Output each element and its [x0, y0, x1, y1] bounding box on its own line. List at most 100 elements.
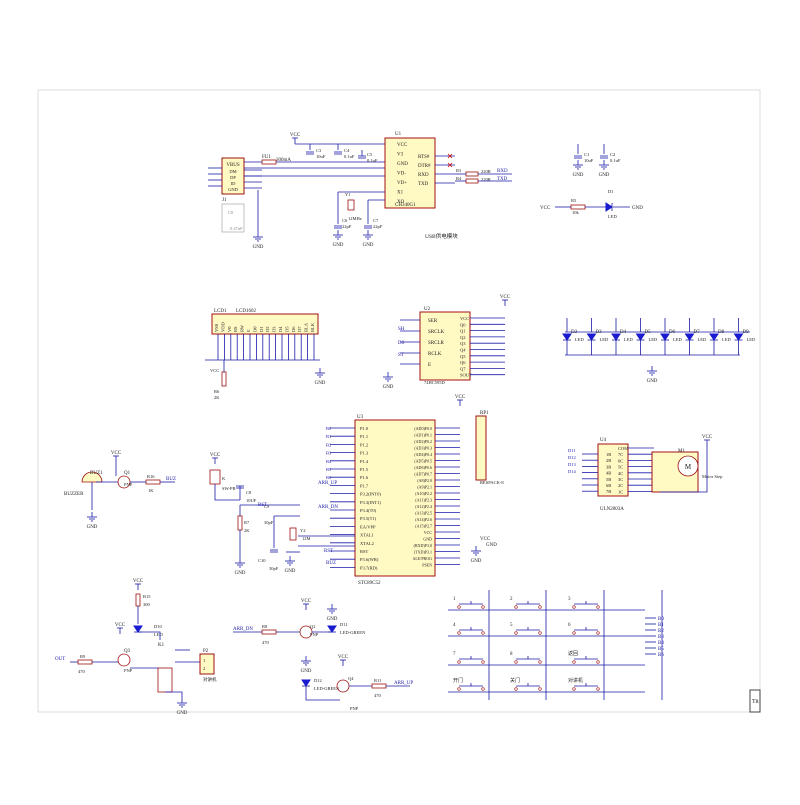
- usb-conn-pin: ID: [231, 181, 236, 186]
- motor-ref: M1: [678, 449, 685, 454]
- u3-b-net: B2: [326, 442, 331, 447]
- u4-pin-left: 5B: [606, 477, 611, 482]
- motor-letter: M: [685, 463, 692, 471]
- c5-ref: C5: [367, 152, 373, 157]
- keypad-switch-contact: [596, 605, 600, 609]
- u3-pin-right: (A14)P2.6: [415, 517, 432, 522]
- r6-ref: R6: [214, 389, 220, 394]
- usb-c0-val: 0.47uF: [230, 226, 243, 231]
- lcd-ref: LCD1: [214, 309, 227, 314]
- u4-net: D13: [568, 462, 576, 467]
- usb-conn-label: VBUS: [226, 163, 240, 168]
- keypad-key-label: 4: [453, 623, 456, 628]
- gnd-label: GND: [647, 379, 658, 384]
- r7-val: 2K: [244, 528, 250, 533]
- led-D5: [635, 333, 646, 341]
- d1-vcc-label: VCC: [540, 206, 551, 211]
- sh-net: SH: [398, 327, 405, 332]
- d12-led: [301, 679, 311, 687]
- led-D8: [709, 333, 719, 341]
- buzzer-name: BUZZER: [64, 492, 84, 497]
- y2-val: 12M: [302, 536, 311, 541]
- out-net: OUT: [55, 657, 65, 662]
- u4-net: D12: [568, 455, 576, 460]
- keypad-switch-contact: [457, 687, 461, 691]
- u3-pin-right: (TXD)P3.1: [414, 550, 432, 555]
- lcd-pin: V0: [227, 326, 232, 332]
- u3-pin-right: (A11)P2.3: [415, 498, 432, 503]
- c2-val: 0.1uF: [610, 158, 621, 163]
- u2-name: 74HC595D: [424, 380, 446, 385]
- u3-b-net: B3: [326, 451, 332, 456]
- r3: [465, 171, 479, 177]
- u4-pin-left: 6B: [606, 483, 611, 488]
- led-val: LED: [673, 337, 682, 342]
- q2-ref: Q2: [310, 624, 316, 629]
- r6-val: 2K: [214, 395, 220, 400]
- u3-pin-left: P3.7(RD): [360, 565, 378, 570]
- lcd-name: LCD1602: [236, 309, 257, 314]
- gnd-label: GND: [235, 571, 246, 576]
- reset-switch-ref: K: [222, 476, 226, 481]
- led-D7: [684, 333, 695, 341]
- gnd-label: GND: [285, 569, 296, 574]
- gnd-label: GND: [471, 559, 482, 564]
- vcc-label: VCC: [500, 295, 511, 300]
- lcd-pin: RS: [233, 326, 238, 332]
- y2-ref: Y2: [300, 528, 306, 533]
- title-block-frame: [749, 689, 761, 713]
- c6-ref: C6: [342, 218, 348, 223]
- arr-dn-drive-net: ARR_DN: [233, 627, 253, 632]
- u4-pin-right: 7C: [618, 452, 623, 457]
- u4-pin-right: 4C: [618, 471, 623, 476]
- usb-c0-ref: C0: [228, 210, 234, 215]
- u3-name: STC89C52: [358, 581, 381, 586]
- lcd-pin: VDD: [220, 322, 225, 332]
- u3-pin-right: VCC: [424, 530, 433, 535]
- vcc-label: VCC: [210, 453, 221, 458]
- rp1-ref: RP1: [480, 411, 489, 416]
- keypad-switch-contact: [538, 631, 542, 635]
- u3-pin-right: (AD6)P0.6: [414, 465, 432, 470]
- d10-ref: D10: [154, 624, 162, 629]
- r5: [570, 204, 586, 210]
- u2-pin-right: Q3: [460, 341, 466, 346]
- u3-pin-right: (A13)P2.5: [415, 511, 432, 516]
- led-D9: [733, 333, 744, 341]
- keypad-switch-contact: [481, 605, 485, 609]
- led-ref: D6: [669, 330, 676, 335]
- title-block-label: Tit: [752, 699, 759, 705]
- q2-val: PNP: [310, 632, 319, 637]
- p2-pin2: 2: [203, 666, 205, 671]
- u3-body: [354, 419, 436, 577]
- led-ref: D7: [694, 330, 701, 335]
- led-D4: [611, 333, 621, 341]
- u3-pin-right: (AD2)P0.2: [414, 439, 432, 444]
- r8-val: 470: [262, 640, 270, 645]
- led-val: LED: [747, 337, 756, 342]
- usb-mount-box: [221, 203, 245, 233]
- keypad-key-label: 1: [453, 597, 456, 602]
- keypad-key-label: 6: [568, 623, 571, 628]
- keypad-switch-contact: [481, 631, 485, 635]
- keypad-switch-contact: [481, 660, 485, 664]
- keypad-switch-contact: [572, 687, 576, 691]
- keypad-switch-contact: [538, 687, 542, 691]
- u3-pin-right: (A10)P2.2: [415, 491, 432, 496]
- keypad-net: B3: [658, 635, 664, 640]
- p2-pin1: 1: [203, 658, 205, 663]
- r4: [465, 178, 479, 184]
- gnd-label: GND: [383, 385, 394, 390]
- r16: [145, 479, 161, 485]
- vcc-label: VCC: [301, 599, 312, 604]
- gnd-label: GND: [327, 617, 338, 622]
- lcd-pin: D2: [265, 327, 270, 333]
- q1-val: PNP: [124, 482, 133, 487]
- led-ref: D9: [743, 330, 750, 335]
- arr-up-drive-net: ARR_UP: [394, 681, 413, 686]
- q1-ref: Q1: [124, 471, 131, 476]
- u3-b-net: B4: [326, 459, 332, 464]
- d10-led: [133, 625, 143, 633]
- buzzer-ref: BUZ1: [90, 471, 103, 476]
- u1-pin-left: VCC: [397, 143, 408, 148]
